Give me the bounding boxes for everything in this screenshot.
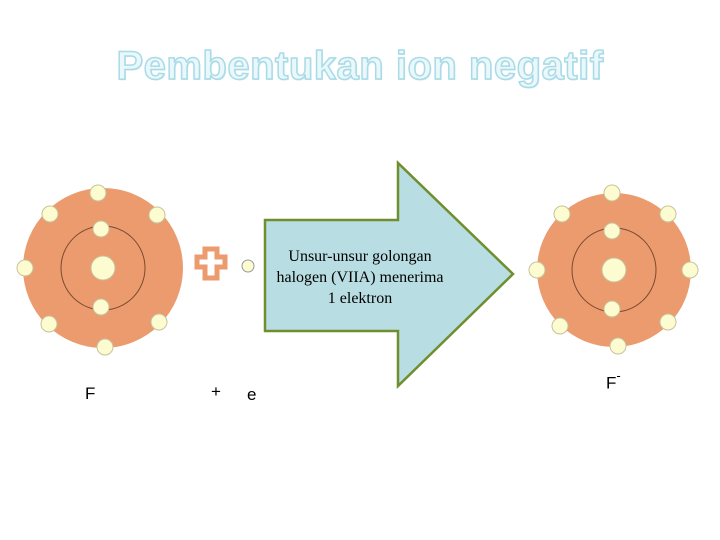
electron bbox=[659, 313, 677, 331]
electron bbox=[553, 205, 571, 223]
electron bbox=[16, 259, 34, 277]
electron bbox=[92, 220, 110, 238]
page-title: Pembentukan ion negatif bbox=[116, 43, 604, 89]
electron bbox=[528, 261, 546, 279]
fluoride-label: F- bbox=[606, 368, 621, 394]
electron bbox=[148, 206, 166, 224]
fluoride-ion bbox=[528, 184, 699, 355]
electron-label: e bbox=[247, 385, 257, 404]
electron bbox=[150, 313, 168, 331]
fluorine-atom bbox=[16, 184, 183, 356]
arrow-caption: Unsur-unsur golongan halogen (VIIA) mene… bbox=[276, 248, 444, 307]
electron bbox=[92, 298, 110, 316]
electron bbox=[609, 337, 627, 355]
electron bbox=[603, 300, 621, 318]
free-electron bbox=[241, 259, 255, 273]
reaction-arrow bbox=[263, 160, 515, 389]
electron bbox=[659, 205, 677, 223]
electron bbox=[40, 315, 58, 333]
plus-icon bbox=[194, 246, 228, 281]
fluoride-symbol: F bbox=[606, 373, 617, 393]
electron bbox=[89, 184, 107, 202]
electron bbox=[96, 338, 114, 356]
fluorine-label: F bbox=[85, 384, 96, 403]
electron bbox=[41, 205, 59, 223]
electron bbox=[603, 222, 621, 240]
electron bbox=[603, 184, 621, 202]
nucleus bbox=[90, 255, 116, 281]
plus-label: + bbox=[211, 382, 221, 401]
nucleus bbox=[601, 257, 627, 283]
charge-superscript: - bbox=[616, 368, 621, 383]
electron bbox=[681, 261, 699, 279]
electron bbox=[551, 317, 569, 335]
